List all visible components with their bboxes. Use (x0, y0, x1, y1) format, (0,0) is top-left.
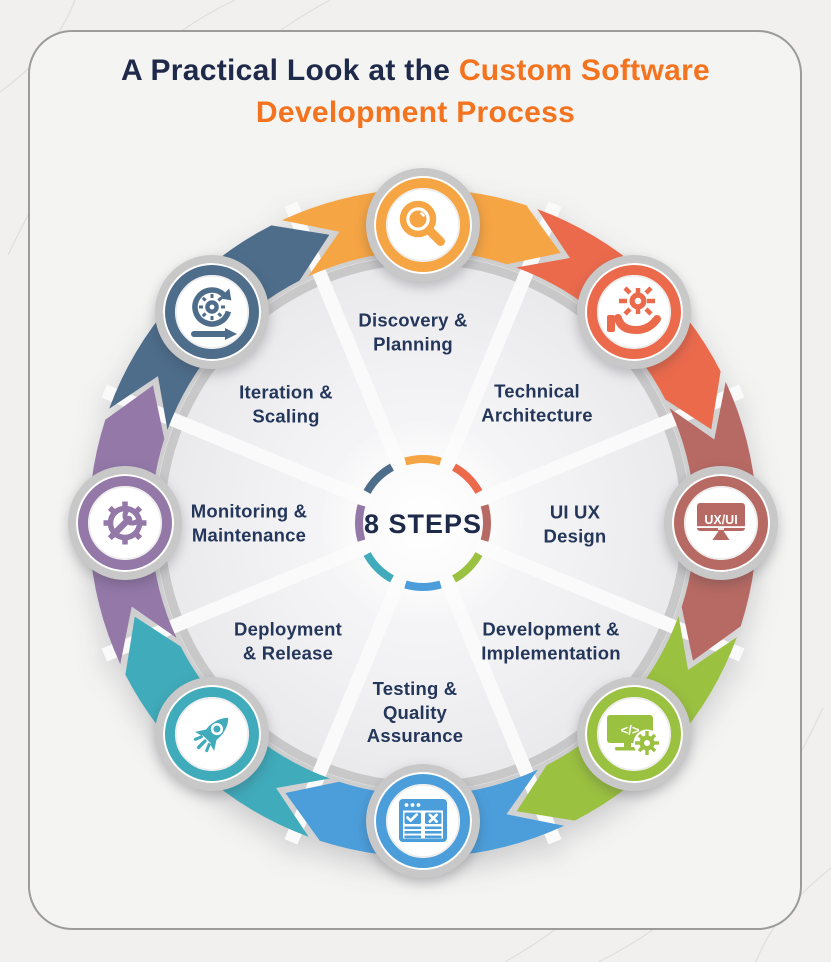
step-label-iteration: Iteration & Scaling (239, 381, 333, 427)
page-title: A Practical Look at the Custom Software … (0, 50, 831, 134)
gear-in-hand-icon (607, 286, 661, 335)
step-icon-monitoring (68, 466, 182, 580)
title-accent-text-line2: Development Process (255, 96, 576, 129)
iteration-loop-icon (191, 287, 237, 340)
step-icon-discovery (366, 168, 480, 282)
step-label-discovery: Discovery & Planning (358, 309, 468, 355)
uxui-label: UX/UI (704, 513, 737, 527)
step-label-technical: Technical Architecture (481, 380, 593, 426)
step-icon-development: </> (577, 677, 691, 791)
step-icon-deployment (155, 677, 269, 791)
checklist-window-icon (399, 799, 447, 842)
step-label-monitoring: Monitoring & Maintenance (190, 500, 308, 546)
step-icon-testing (366, 764, 480, 878)
wrench-gear-icon (103, 501, 147, 545)
rocket-icon (193, 717, 229, 753)
step-icon-uiux: UX/UI (664, 466, 778, 580)
center-glow (318, 418, 528, 628)
step-icon-iteration (155, 255, 269, 369)
magnifier-icon (399, 200, 445, 246)
code-monitor-gear-icon: </> (607, 715, 661, 757)
center-label: 8 STEPS (364, 509, 482, 539)
step-label-uiux: UI UX Design (543, 501, 607, 547)
step-label-development: Development & Implementation (481, 618, 621, 664)
code-label: </> (621, 723, 640, 738)
uxui-monitor-icon: UX/UI (697, 503, 745, 540)
step-icon-technical (577, 255, 691, 369)
step-label-deployment: Deployment & Release (234, 618, 342, 664)
center-badge: 8 STEPS (318, 418, 528, 628)
title-accent-text-line1: Custom Software (458, 54, 711, 87)
step-label-testing: Testing & Quality Assurance (366, 677, 464, 746)
title-dark-text: A Practical Look at the (120, 54, 451, 87)
